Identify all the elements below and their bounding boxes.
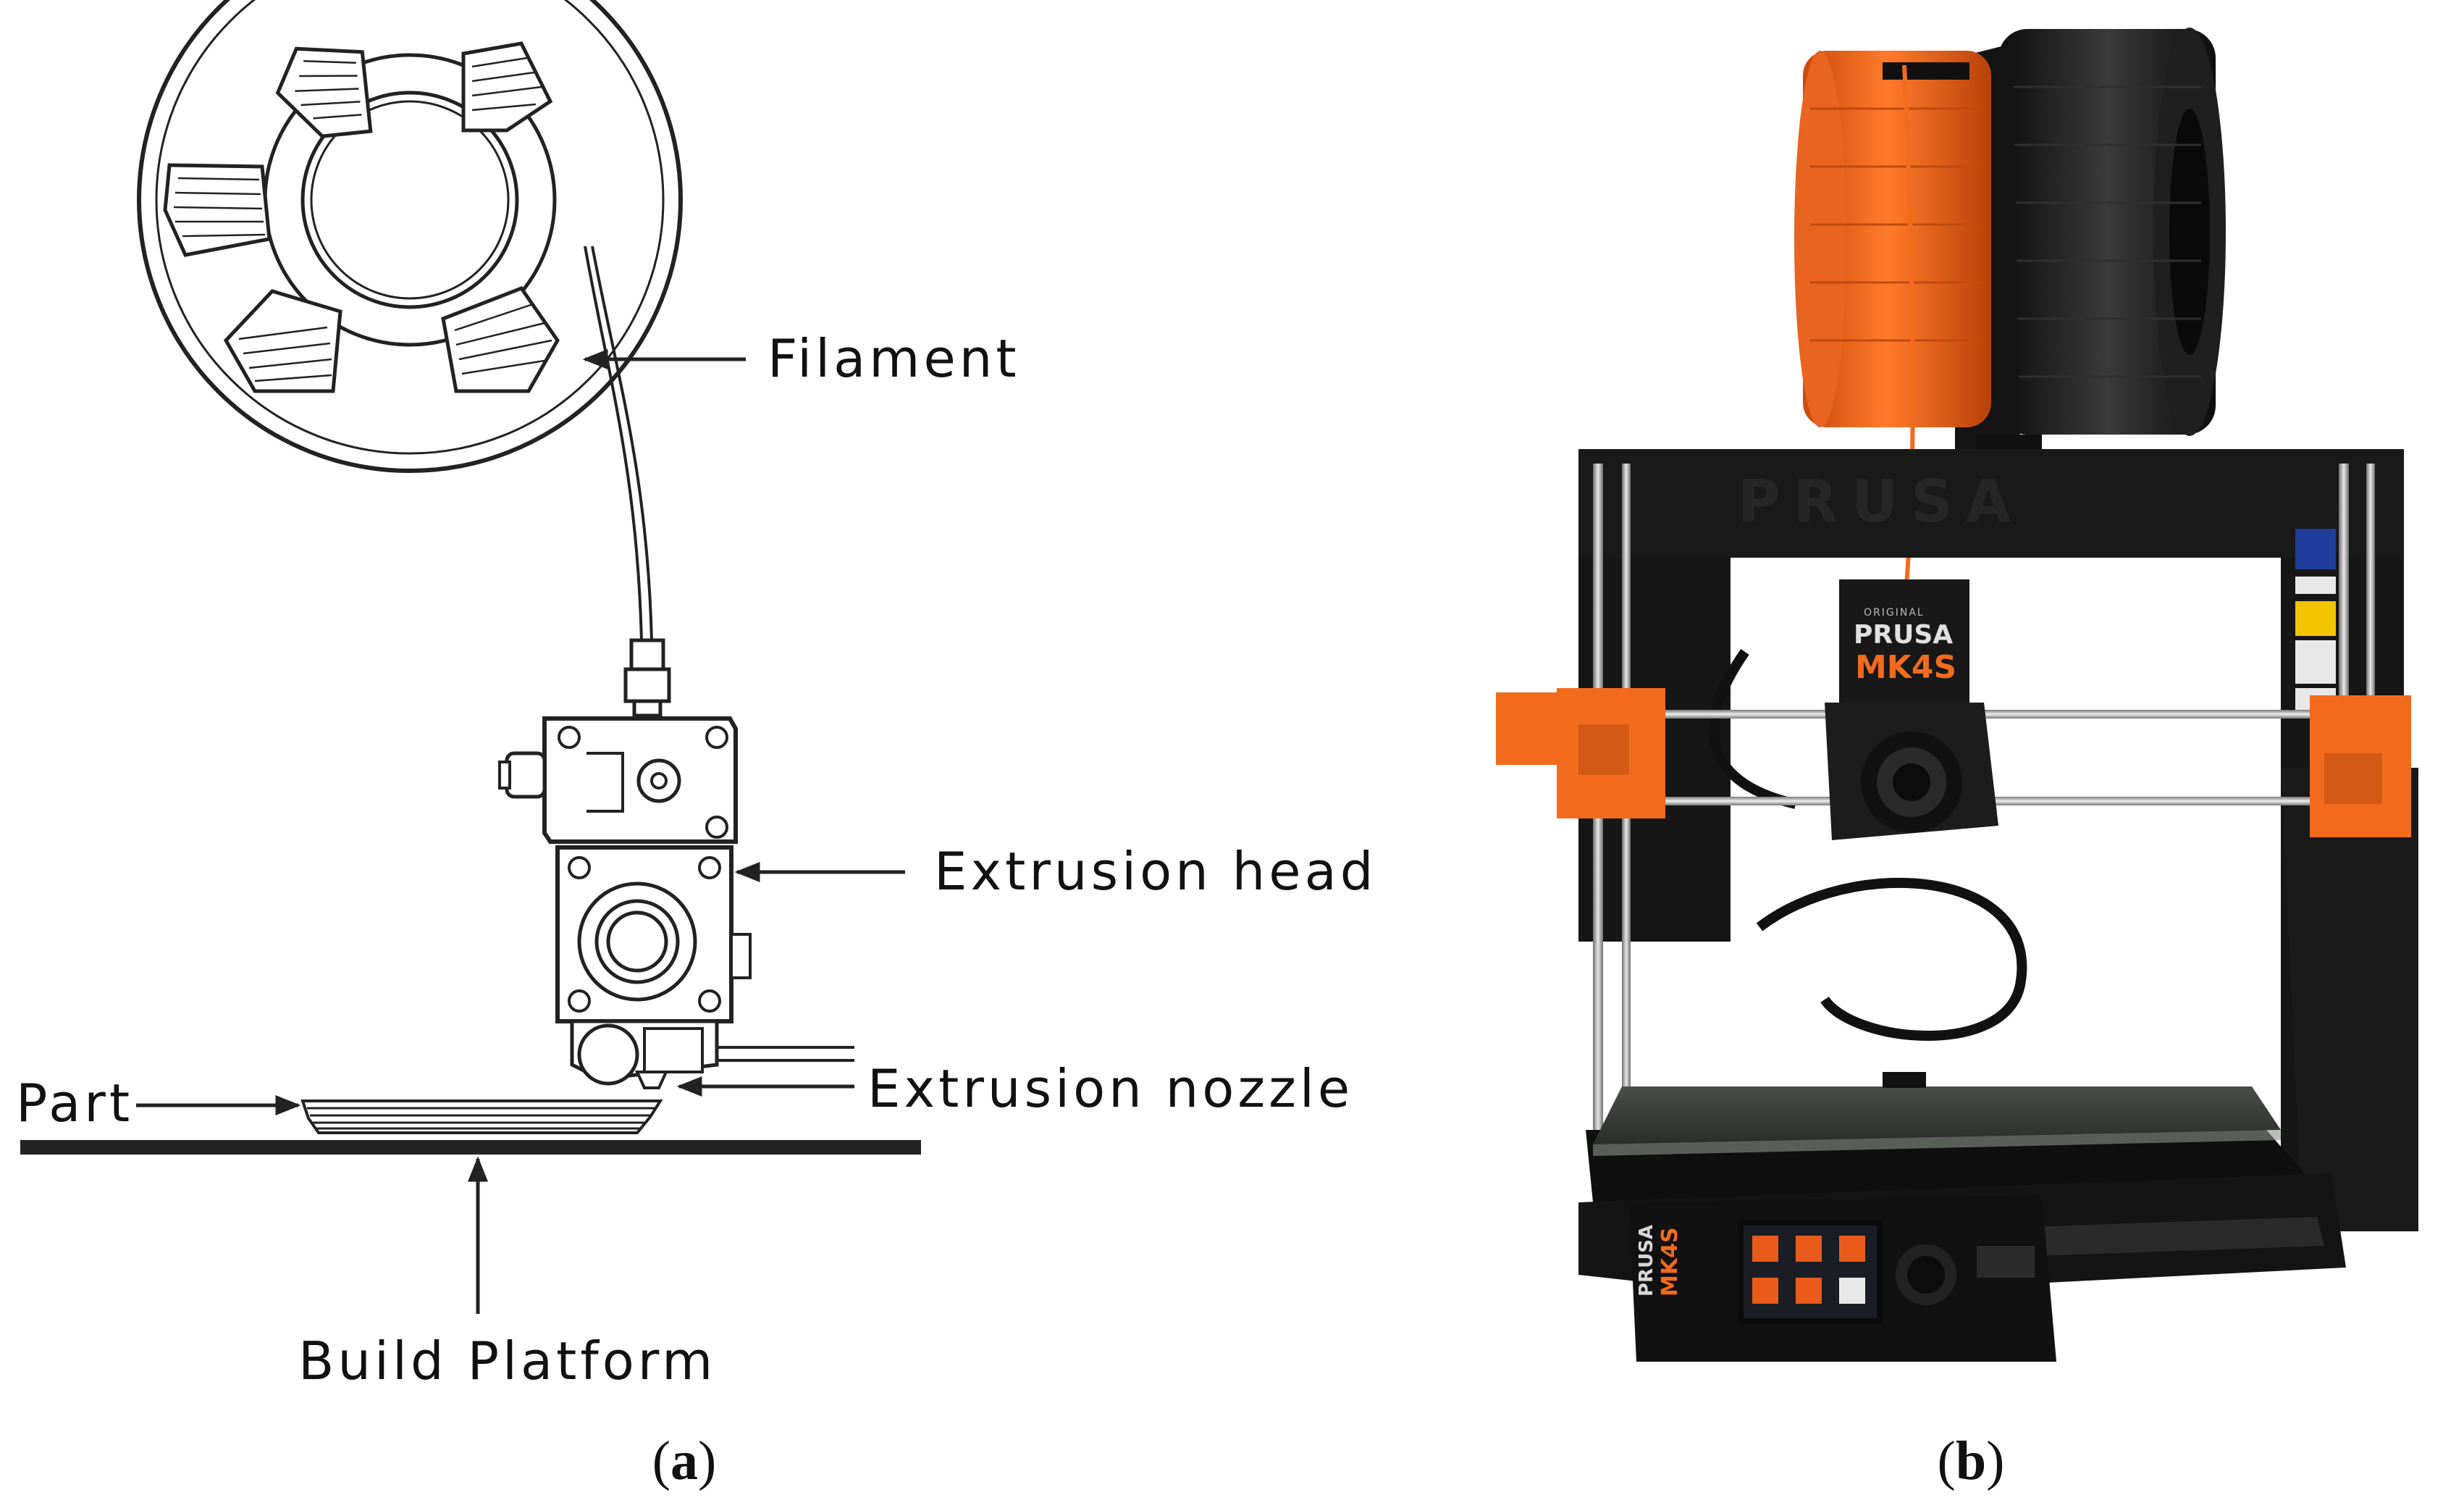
extrusion-nozzle-label: Extrusion nozzle: [867, 1058, 1353, 1119]
x-rod-top: [1651, 710, 2346, 719]
printer-extruder: ORIGINAL PRUSA MK4S: [1825, 579, 1998, 840]
panel-a-caption: (a): [652, 1430, 717, 1491]
filament-label: Filament: [768, 328, 1020, 389]
spool-pair: [1794, 28, 2226, 478]
cable: [1756, 877, 2027, 1041]
panel-a-schematic: Filament Extrusion head Extrusion nozzle…: [16, 0, 1376, 1491]
extruder-fitting: [623, 638, 671, 718]
panel-b-printer-illustration: PRUSA: [1496, 28, 2418, 1491]
build-platform-label: Build Platform: [298, 1331, 716, 1391]
spool-window-group: [163, 41, 560, 393]
part-label: Part: [16, 1073, 133, 1134]
caption-close-paren-b: ): [1986, 1430, 2004, 1491]
caption-open-paren: (: [652, 1430, 670, 1491]
extruder-brand: PRUSA: [1854, 620, 1953, 650]
build-platform-drawing: [20, 1140, 921, 1155]
extrusion-head-drawing: [498, 716, 854, 1089]
filament-spool-drawing: [137, 0, 683, 473]
panel-b-caption: (b): [1938, 1430, 2005, 1491]
right-x-end: [2310, 695, 2411, 837]
extrusion-head-label: Extrusion head: [934, 841, 1376, 902]
orange-spool: [1803, 51, 1991, 427]
left-x-end: [1496, 688, 1665, 818]
display-model: MK4S: [1657, 1227, 1683, 1297]
caption-close-paren: ): [698, 1430, 716, 1491]
display-module: PRUSA MK4S: [1629, 1195, 2056, 1362]
caption-letter-a: a: [670, 1430, 698, 1491]
caption-open-paren-b: (: [1938, 1430, 1956, 1491]
display-brand: PRUSA: [1636, 1225, 1657, 1297]
extruder-model: MK4S: [1855, 649, 1956, 686]
part-drawing: [300, 1099, 663, 1134]
filament-line-outer: [591, 246, 653, 642]
left-z-rod: [1593, 464, 1603, 1231]
frame-brand-text: PRUSA: [1738, 468, 2024, 535]
x-rod-bottom: [1651, 797, 2346, 805]
extruder-small-text: ORIGINAL: [1864, 607, 1925, 619]
caption-letter-b: b: [1956, 1430, 1986, 1491]
filament-line: [584, 246, 643, 642]
